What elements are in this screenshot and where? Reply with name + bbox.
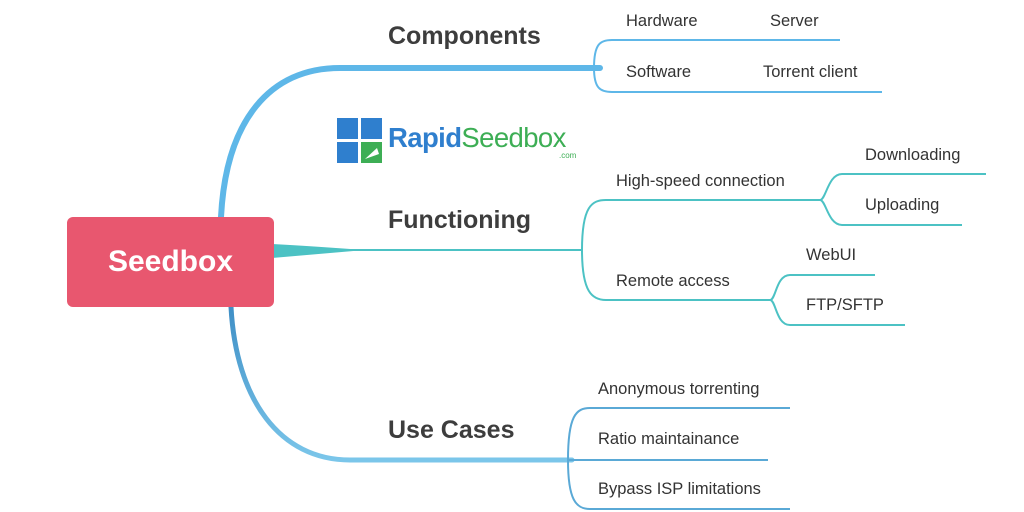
node-downloading: Downloading <box>865 146 961 164</box>
node-hardware: Hardware <box>626 12 698 30</box>
link-root-functioning <box>272 244 365 258</box>
components-links <box>593 39 882 93</box>
node-torrent-client: Torrent client <box>763 63 858 81</box>
branch-components: Components <box>388 22 541 50</box>
node-webui: WebUI <box>806 246 857 264</box>
functioning-links <box>581 173 986 326</box>
node-bypass-isp-limitations: Bypass ISP limitations <box>598 480 761 498</box>
branch-functioning: Functioning <box>388 206 532 234</box>
rapidseedbox-logo: RapidSeedbox .com <box>337 118 577 166</box>
node-software: Software <box>626 63 692 81</box>
node-anonymous-torrenting: Anonymous torrenting <box>598 380 760 398</box>
link-root-usecases <box>228 304 575 463</box>
branch-use-cases: Use Cases <box>388 416 515 444</box>
node-remote-access: Remote access <box>616 272 730 290</box>
usecases-links <box>567 407 790 510</box>
node-high-speed-connection: High-speed connection <box>616 172 785 190</box>
logo-word-seedbox: Seedbox <box>461 122 566 153</box>
root-node-seedbox: Seedbox <box>67 217 274 307</box>
logo-suffix: .com <box>559 151 577 160</box>
link-root-components <box>218 65 603 220</box>
logo-grid-icon <box>337 118 382 163</box>
node-ftp-sftp: FTP/SFTP <box>806 296 884 314</box>
logo-word-rapid: Rapid <box>388 122 462 153</box>
node-ratio-maintainance: Ratio maintainance <box>598 430 740 448</box>
node-uploading: Uploading <box>865 196 940 214</box>
node-server: Server <box>770 12 819 30</box>
